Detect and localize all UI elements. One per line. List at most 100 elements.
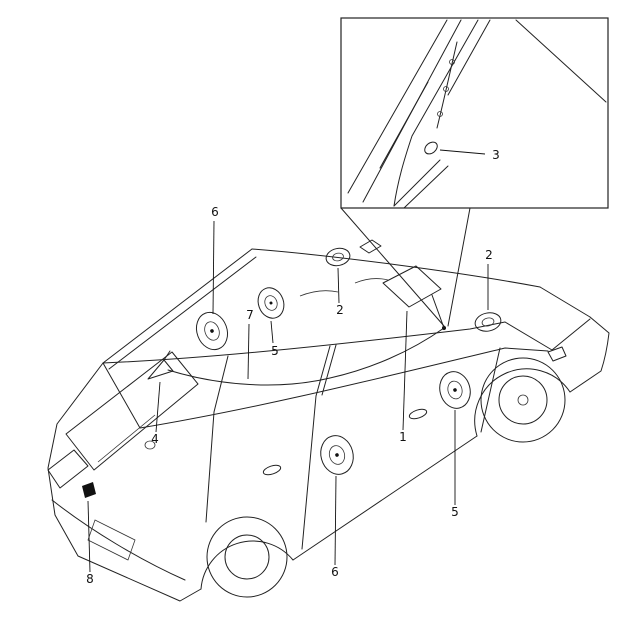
door-handle [262, 464, 282, 476]
rear-window [65, 351, 199, 471]
roof-edge-line [515, 19, 607, 103]
car-illustration [47, 239, 610, 602]
rear-wheel-rim [224, 534, 270, 580]
inset-border [340, 17, 609, 209]
pillar-line [393, 19, 479, 207]
taillight [47, 449, 89, 489]
magnifier-line [340, 207, 445, 327]
callout-label: 6 [331, 565, 339, 579]
b-pillar [315, 345, 331, 397]
mirror [547, 346, 567, 362]
callout-label: 4 [151, 432, 159, 446]
c-pillar [102, 362, 141, 429]
speaker-center [210, 329, 214, 333]
cowl-line [551, 318, 591, 351]
rear-wheel [206, 516, 288, 598]
a-pillar-near [504, 321, 553, 351]
harness-clip-icon [437, 111, 443, 117]
inset-detail-box [340, 17, 609, 209]
door-seam [301, 395, 317, 550]
tweeter-pillar-icon [474, 312, 502, 332]
callout-label: 5 [451, 505, 459, 519]
front-wheel-arch [474, 368, 571, 437]
callout-5-upper: 5 [270, 320, 279, 358]
callout-3: 3 [439, 148, 500, 162]
door-speaker-front-icon [195, 311, 229, 351]
fuel-door [144, 440, 156, 450]
leader-line [334, 475, 337, 566]
grommet-item-3 [424, 141, 438, 155]
roof-rib-line [299, 290, 339, 297]
roofline-near [102, 321, 506, 364]
harness-clip-icon [443, 86, 449, 92]
tweeter-roof-icon [325, 247, 351, 267]
callout-label: 8 [86, 572, 94, 586]
a-pillar-far [539, 286, 591, 318]
leader-line [155, 381, 161, 433]
callout-6-upper: 6 [211, 205, 219, 315]
speaker-inner [204, 321, 220, 341]
callout-label: 6 [211, 205, 219, 219]
lower-frame-line [393, 159, 441, 207]
callout-6-lower: 6 [331, 475, 339, 579]
lower-frame-line [403, 165, 449, 209]
speaker-inner [447, 380, 463, 400]
callout-label: 5 [271, 344, 279, 358]
bumper-crease [51, 499, 186, 581]
speaker-center [453, 388, 457, 392]
pillar-wiring-harness [436, 41, 458, 129]
speakers [195, 247, 502, 475]
leader-line [439, 149, 486, 155]
roof-fitting [359, 239, 382, 254]
speaker-inner [264, 295, 278, 311]
callout-7: 7 [246, 308, 254, 380]
callout-label: 2 [485, 248, 493, 262]
b-pillar [321, 344, 337, 396]
speaker-center [269, 301, 273, 305]
magnifier-leader-lines [340, 207, 471, 327]
tweeter-outer [325, 247, 351, 267]
front-wheel-rim [498, 375, 548, 425]
callout-label: 1 [399, 430, 407, 444]
callout-1: 1 [399, 310, 408, 444]
leader-line [337, 267, 340, 304]
door-seam [205, 411, 215, 523]
callout-4: 4 [151, 381, 161, 446]
callout-label: 3 [492, 148, 500, 162]
door-speaker-rear-icon [320, 435, 354, 475]
leader-line [87, 500, 91, 573]
front-speaker-side-icon [439, 371, 471, 409]
roofline-far [251, 248, 541, 288]
fender-door-seam [480, 347, 501, 433]
roof-rear-edge [102, 248, 253, 364]
front-wheel-hub [517, 394, 529, 406]
callout-label: 7 [246, 308, 254, 322]
beltline [139, 347, 549, 429]
speaker-outer [195, 311, 229, 351]
pillar-line [447, 19, 491, 96]
roof-rib-line [354, 278, 389, 284]
pillar-line [347, 19, 448, 194]
callouts: 6 7 5 2 2 1 4 5 [86, 148, 500, 586]
leader-line [402, 310, 408, 431]
license-plate [87, 519, 136, 561]
roof-module-item-1 [382, 265, 442, 308]
speaker-outer [320, 435, 354, 475]
harness-clip-icon [449, 59, 455, 65]
rocker-line [292, 435, 478, 561]
speaker-outer [439, 371, 471, 409]
module-connector-line [431, 294, 445, 329]
antenna-mast [163, 350, 171, 361]
leader-line [270, 320, 274, 344]
magnifier-line [447, 207, 471, 327]
quarter-pillar-seam [213, 355, 229, 413]
feeder-cable [167, 327, 445, 386]
front-speaker-upper-icon [257, 287, 285, 319]
leader-line [212, 220, 215, 315]
tweeter-inner [481, 317, 495, 327]
callout-label: 2 [336, 303, 344, 317]
callout-2-roof: 2 [336, 267, 344, 317]
tweeter-outer [474, 312, 502, 332]
